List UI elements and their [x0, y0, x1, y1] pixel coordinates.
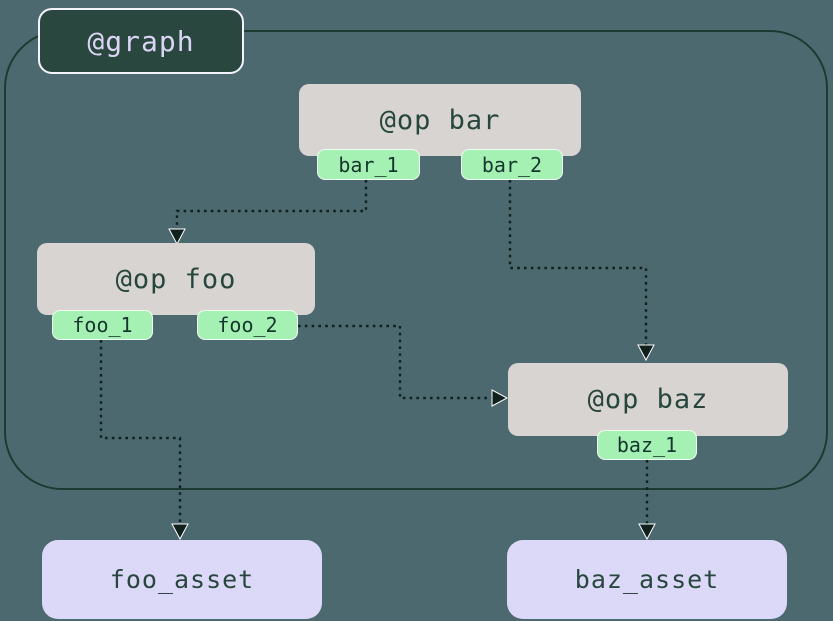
- op-foo-label: @op foo: [115, 263, 237, 295]
- output-tab-foo-2: foo_2: [197, 310, 298, 340]
- graph-label-badge: @graph: [38, 8, 244, 74]
- output-tab-foo-1-label: foo_1: [72, 313, 133, 337]
- output-tab-baz-1: baz_1: [597, 430, 697, 460]
- output-tab-bar-1: bar_1: [317, 149, 420, 180]
- output-tab-bar-2-label: bar_2: [481, 152, 543, 177]
- op-node-baz: @op baz: [508, 363, 788, 436]
- output-tab-baz-1-label: baz_1: [616, 433, 678, 457]
- asset-node-baz-asset: baz_asset: [507, 540, 787, 619]
- op-node-bar: @op bar: [299, 84, 581, 156]
- op-baz-label: @op baz: [587, 384, 709, 415]
- output-tab-foo-2-label: foo_2: [217, 313, 278, 337]
- graph-container-border: [4, 30, 828, 490]
- asset-foo-label: foo_asset: [109, 565, 255, 594]
- asset-baz-label: baz_asset: [574, 565, 720, 594]
- op-node-foo: @op foo: [37, 243, 315, 315]
- output-tab-bar-2: bar_2: [461, 149, 563, 180]
- asset-node-foo-asset: foo_asset: [42, 540, 322, 619]
- output-tab-foo-1: foo_1: [52, 310, 153, 340]
- graph-label-text: @graph: [87, 24, 195, 58]
- output-tab-bar-1-label: bar_1: [338, 152, 399, 177]
- op-bar-label: @op bar: [379, 104, 501, 136]
